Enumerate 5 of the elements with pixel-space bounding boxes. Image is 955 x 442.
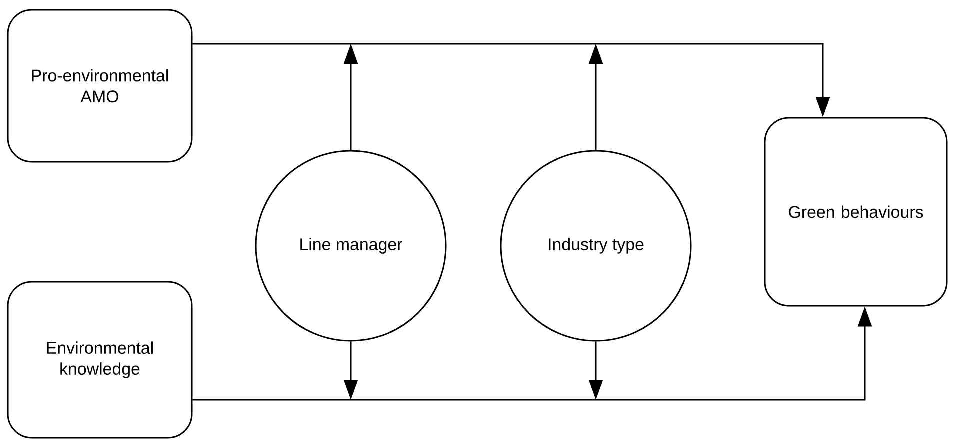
circle-node: Line manager xyxy=(255,150,447,342)
circle-node: Industry type xyxy=(500,150,692,342)
rounded-box: Pro-environmental AMO xyxy=(7,9,193,163)
rounded-box: Green behaviours xyxy=(764,117,948,307)
rounded-box: Environmental knowledge xyxy=(7,281,193,439)
